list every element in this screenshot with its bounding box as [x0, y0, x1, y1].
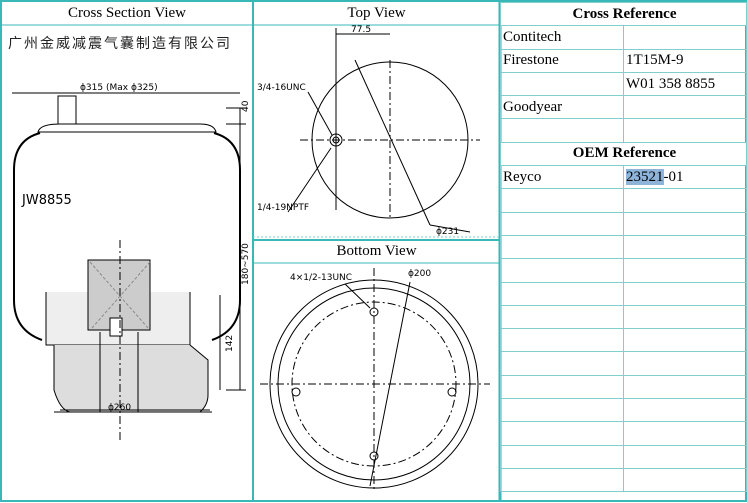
empty-cell: [623, 467, 747, 493]
empty-cell: [623, 328, 747, 353]
empty-cell: [500, 281, 624, 306]
part-cell: 23521-01: [623, 165, 747, 190]
brand-cell: [500, 71, 624, 97]
empty-table-row: [500, 281, 747, 306]
table-row: Goodyear: [500, 95, 747, 120]
oem-reference-title: OEM Reference: [500, 141, 747, 167]
dim-height-142: 142: [225, 335, 235, 352]
dim-bolt-circle: ϕ200: [408, 269, 431, 279]
manufacturer-name: 广州金威减震气囊制造有限公司: [8, 36, 232, 52]
empty-cell: [623, 188, 747, 213]
empty-table-row: [500, 211, 747, 236]
empty-cell: [623, 444, 747, 469]
empty-cell: [500, 467, 624, 493]
empty-cell: [623, 281, 747, 306]
empty-table-row: [500, 444, 747, 469]
highlighted-part: 23521: [626, 168, 664, 185]
top-view-title: Top View: [347, 5, 406, 21]
empty-cell: [500, 374, 624, 400]
empty-table-row: [500, 351, 747, 376]
empty-cell: [623, 258, 747, 283]
reference-table: Cross Reference Contitech Firestone 1T15…: [500, 1, 747, 493]
empty-table-row: [500, 188, 747, 213]
part-cell: W01 358 8855: [623, 71, 747, 97]
table-row: Contitech: [500, 25, 747, 50]
cross-section-drawing: ϕ315 (Max ϕ325): [12, 83, 246, 440]
dim-base-diameter: ϕ260: [108, 403, 131, 413]
table-row: Reyco 23521-01: [500, 165, 747, 190]
part-cell: [623, 25, 747, 50]
empty-cell: [623, 421, 747, 446]
empty-table-row: [500, 304, 747, 330]
empty-cell: [500, 328, 624, 353]
table-row: W01 358 8855: [500, 71, 747, 97]
empty-table-row: [500, 258, 747, 283]
thread-top: 3/4-16UNC: [257, 83, 306, 93]
brand-cell: Firestone: [500, 48, 624, 73]
empty-cell: [500, 444, 624, 469]
empty-table-row: [500, 374, 747, 400]
brand-cell: [500, 118, 624, 143]
thread-air: 1/4-19NPTF: [257, 203, 309, 213]
brand-cell: Reyco: [500, 165, 624, 190]
bottom-holes: 4×1/2-13UNC: [290, 273, 352, 283]
part-cell: [623, 118, 747, 143]
empty-cell: [623, 398, 747, 423]
brand-cell: Goodyear: [500, 95, 624, 120]
empty-cell: [500, 188, 624, 213]
bottom-view-title: Bottom View: [336, 243, 417, 259]
dim-height-range: 180~570: [241, 243, 251, 285]
empty-cell: [623, 374, 747, 400]
part-cell: [623, 95, 747, 120]
empty-table-row: [500, 234, 747, 260]
empty-cell: [500, 211, 624, 236]
dim-top-dia2: ϕ231: [436, 227, 459, 237]
cross-section-title: Cross Section View: [68, 5, 186, 21]
empty-cell: [623, 211, 747, 236]
bottom-view-drawing: [260, 268, 490, 492]
brand-cell: Contitech: [500, 25, 624, 50]
empty-cell: [500, 398, 624, 423]
table-row: [500, 118, 747, 143]
empty-cell: [623, 351, 747, 376]
empty-table-row: [500, 421, 747, 446]
empty-table-row: [500, 398, 747, 423]
top-view-drawing: [287, 28, 480, 233]
empty-cell: [500, 234, 624, 260]
part-cell: 1T15M-9: [623, 48, 747, 73]
part-suffix: -01: [663, 168, 684, 185]
dim-offset: 77.5: [351, 25, 371, 35]
empty-cell: [500, 351, 624, 376]
part-label: JW8855: [21, 193, 72, 208]
empty-cell: [623, 234, 747, 260]
empty-cell: [500, 304, 624, 330]
dim-top-diameter: ϕ315 (Max ϕ325): [80, 83, 158, 93]
empty-cell: [500, 258, 624, 283]
empty-table-row: [500, 467, 747, 493]
empty-table-row: [500, 328, 747, 353]
table-row: Firestone 1T15M-9: [500, 48, 747, 73]
empty-cell: [500, 421, 624, 446]
cross-reference-title: Cross Reference: [500, 1, 747, 27]
empty-cell: [623, 304, 747, 330]
dim-height-40: 40: [241, 100, 251, 112]
